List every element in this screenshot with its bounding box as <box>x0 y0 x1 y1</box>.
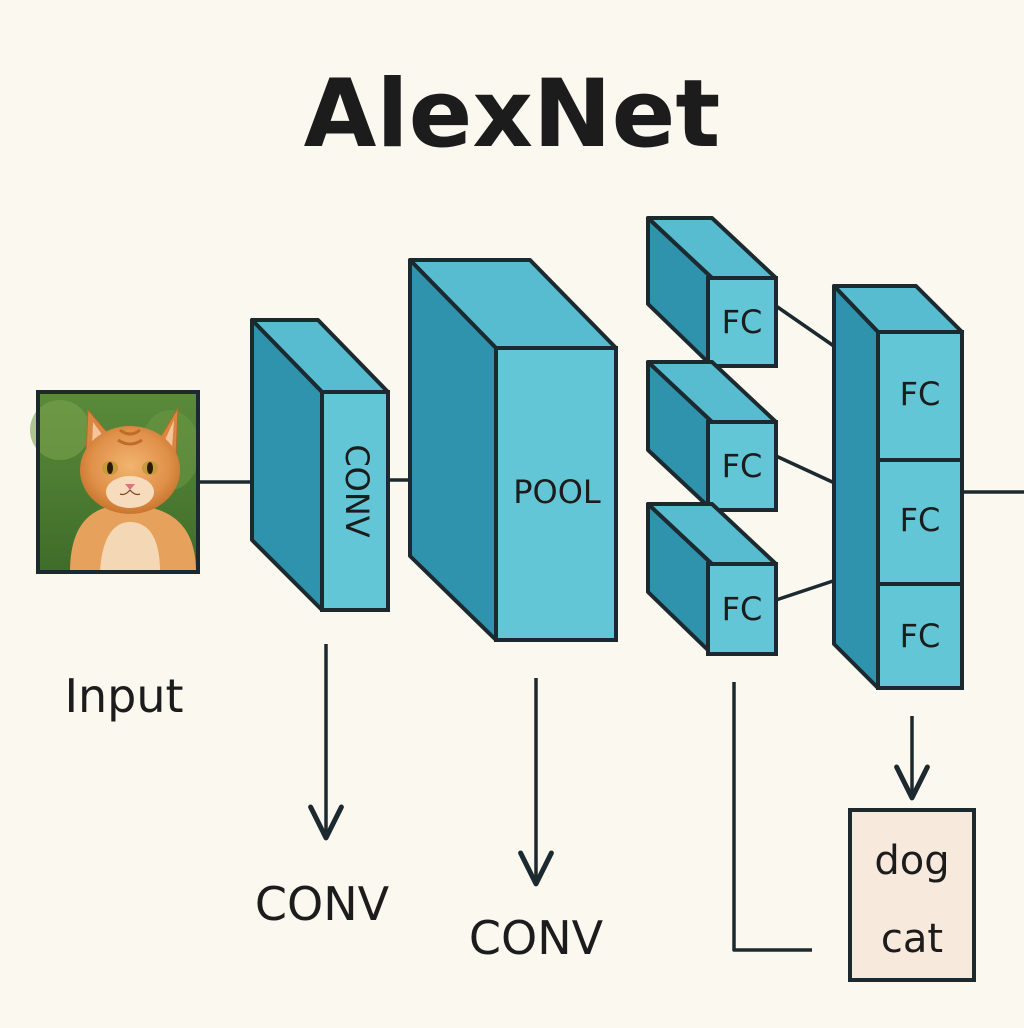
fc-column: FC FC FC <box>832 284 964 690</box>
fc-column-block-1[interactable]: FC <box>876 330 964 462</box>
fc-stack: FC FC FC <box>646 216 778 656</box>
fc-column-label-3: FC <box>900 617 941 655</box>
fc-stack-label-2: FC <box>722 447 763 485</box>
fc-stack-label-1: FC <box>722 303 763 341</box>
fc-stack-block-3[interactable]: FC <box>646 502 778 656</box>
input-image <box>30 390 200 574</box>
output-box: dog cat <box>848 808 976 982</box>
diagram-title: AlexNet <box>304 60 721 169</box>
pool-block[interactable]: POOL <box>408 258 618 642</box>
input-label: Input <box>64 669 183 723</box>
fc-stack-label-3: FC <box>722 590 763 628</box>
conv-label-lower-b: CONV <box>469 911 604 965</box>
fc-stack-block-2[interactable]: FC <box>646 360 778 512</box>
conv-block[interactable]: CONV <box>250 318 390 612</box>
fc-column-label-2: FC <box>900 501 941 539</box>
fc-column-block-3[interactable]: FC <box>876 582 964 690</box>
fc-stack-block-1[interactable]: FC <box>646 216 778 368</box>
output-class-cat: cat <box>881 916 943 962</box>
pool-block-label: POOL <box>513 473 601 511</box>
fc-column-label-1: FC <box>900 375 941 413</box>
fc-column-block-2[interactable]: FC <box>876 458 964 586</box>
conv-label-lower-a: CONV <box>255 877 390 931</box>
conv-block-label: CONV <box>338 444 376 537</box>
fc-stack-to-output-line <box>732 682 812 952</box>
output-class-dog: dog <box>874 838 949 884</box>
